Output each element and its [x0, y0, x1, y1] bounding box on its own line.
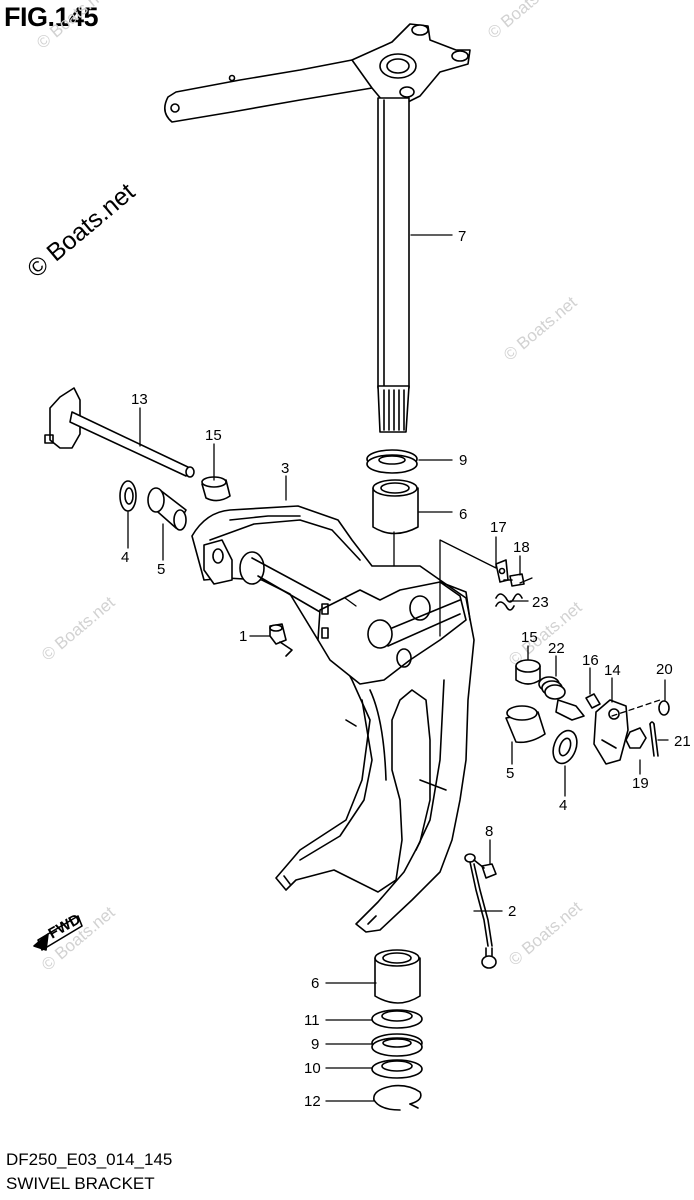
spring-22-part — [538, 676, 566, 700]
tilt-lock-lever-part — [555, 693, 629, 765]
callout-16: 16 — [582, 652, 599, 669]
ground-wire-part — [464, 853, 497, 969]
callout-19: 19 — [632, 775, 649, 792]
bushing-15-left-part — [201, 476, 231, 502]
callout-13: 13 — [131, 391, 148, 408]
nut-19-part — [625, 727, 647, 749]
callout-18: 18 — [513, 539, 530, 556]
leader-lines — [127, 234, 669, 1102]
callout-9: 9 — [311, 1036, 319, 1053]
steering-shaft-part — [164, 23, 471, 433]
grease-nipple-part — [269, 623, 293, 657]
callout-10: 10 — [304, 1060, 321, 1077]
figure-title: FIG.145 — [4, 2, 99, 32]
forward-direction-badge: FWD — [33, 911, 84, 951]
callout-15: 15 — [521, 629, 538, 646]
callout-2: 2 — [508, 903, 516, 920]
callout-6: 6 — [311, 975, 319, 992]
callout-6: 6 — [459, 506, 467, 523]
flanged-bushing-left-part — [147, 487, 187, 531]
callout-15: 15 — [205, 427, 222, 444]
cotter-pin-21-part — [649, 721, 659, 757]
callout-7: 7 — [458, 228, 466, 245]
callout-20: 20 — [656, 661, 673, 678]
callout-1: 1 — [239, 628, 247, 645]
thrust-washer-left-part — [119, 480, 137, 512]
callout-3: 3 — [281, 460, 289, 477]
spring-23-part — [495, 593, 523, 611]
callout-12: 12 — [304, 1093, 321, 1110]
thrust-washer-right-part — [552, 729, 578, 765]
callout-4: 4 — [559, 797, 567, 814]
callout-21: 21 — [674, 733, 691, 750]
callout-5: 5 — [506, 765, 514, 782]
callout-14: 14 — [604, 662, 621, 679]
callout-4: 4 — [121, 549, 129, 566]
callout-17: 17 — [490, 519, 507, 536]
tilt-rod-part — [44, 387, 195, 478]
lower-bushing-part — [374, 949, 421, 1004]
lower-washer-stack-part — [371, 1009, 423, 1111]
callout-23: 23 — [532, 594, 549, 611]
callout-11: 11 — [304, 1012, 320, 1029]
flanged-bushing-right-part — [505, 705, 546, 744]
washer-20-part — [658, 700, 670, 716]
section-name: SWIVEL BRACKET — [6, 1174, 155, 1193]
callout-labels: 7 13 15 3 9 6 17 18 4 5 23 1 15 22 16 14… — [121, 228, 691, 1110]
upper-bushing-part — [372, 479, 419, 535]
model-code: DF250_E03_014_145 — [6, 1150, 173, 1169]
stopper-plate-part — [495, 559, 509, 583]
bushing-15-right-part — [515, 659, 541, 685]
callout-5: 5 — [157, 561, 165, 578]
swivel-bracket-part — [191, 505, 475, 933]
callout-8: 8 — [485, 823, 493, 840]
callout-22: 22 — [548, 640, 565, 657]
upper-washer-part — [366, 449, 418, 474]
callout-9: 9 — [459, 452, 467, 469]
